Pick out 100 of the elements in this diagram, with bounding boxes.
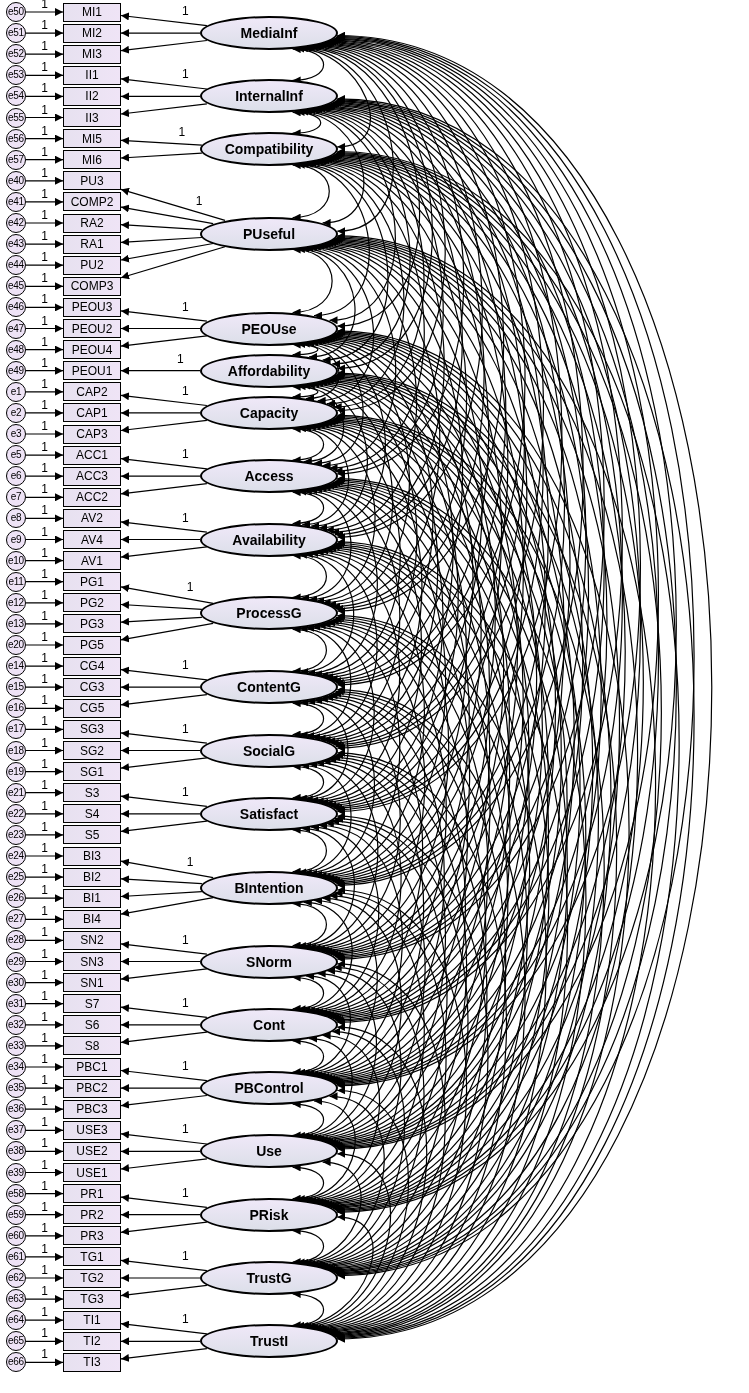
arrow [25,50,64,59]
error-term-circle: e56 [6,128,26,149]
edge-label: 1 [40,1031,49,1044]
error-term-circle: e20 [6,635,26,655]
indicator-box: S4 [63,804,121,824]
arrow [120,1031,208,1046]
error-term-circle: e14 [6,656,26,677]
indicator-box: TI3 [63,1352,121,1372]
arrow [120,1158,208,1173]
edge-label: 1 [181,996,190,1009]
indicator-box: SN1 [63,973,121,993]
arrow [120,1147,201,1156]
error-term-circle: e13 [6,613,26,634]
covariance-arrow [302,425,376,603]
latent-variable-ellipse: SocialG [200,733,338,768]
arrow [120,204,214,225]
edge-label: 1 [40,673,49,686]
indicator-box: PR3 [63,1226,121,1246]
indicator-box: S8 [63,1036,121,1056]
indicator-box: TI1 [63,1310,121,1330]
error-term-circle: e47 [6,318,26,339]
arrow [120,242,214,263]
edge-label: 1 [40,926,49,939]
indicator-box: AV1 [63,551,121,571]
edge-label: 1 [185,581,195,594]
indicator-box: CAP3 [63,424,121,444]
indicator-box: MI3 [63,44,121,64]
arrow [120,683,201,692]
indicator-box: PG1 [63,572,121,592]
latent-variable-ellipse: PEOUse [200,311,338,346]
arrow [25,430,64,438]
arrow [25,598,64,607]
indicator-box: CG4 [63,656,121,676]
arrow [25,725,64,734]
edge-label: 1 [40,799,49,812]
arrow [25,535,64,544]
arrow [120,694,208,708]
arrow [120,335,208,350]
arrow [25,830,64,839]
edge-label: 1 [181,384,190,397]
edge-label: 1 [181,722,190,735]
edge-label: 1 [40,1264,49,1276]
arrow [25,577,64,586]
arrow [25,788,64,797]
arrow [120,546,208,561]
error-term-circle: e46 [6,297,26,318]
edge-label: 1 [40,377,49,390]
indicator-box: PEOU1 [63,361,121,381]
indicator-box: CG5 [63,698,121,718]
indicator-box: USE2 [63,1141,121,1161]
indicator-box: TG2 [63,1268,121,1288]
error-term-circle: e57 [6,149,26,170]
error-term-circle: e44 [6,255,26,276]
edge-label: 1 [40,1327,49,1340]
indicator-box: ACC3 [63,466,121,486]
edge-label: 1 [40,272,49,285]
arrow [25,324,64,333]
arrow [120,246,226,280]
arrow [25,619,64,628]
arrow [25,641,64,649]
edge-label: 1 [181,68,190,81]
error-term-circle: e9 [6,529,26,550]
indicator-box: COMP2 [63,192,121,212]
arrow [25,155,64,164]
edge-label: 1 [181,1186,190,1199]
error-term-circle: e21 [6,782,26,803]
arrow [25,1189,64,1198]
edge-label: 1 [40,420,49,432]
error-term-circle: e31 [6,993,26,1014]
error-term-circle: e45 [6,276,26,297]
indicator-box: MI6 [63,150,121,170]
edge-label: 1 [40,842,49,854]
arrow [25,1020,64,1029]
arrow [25,767,64,776]
edge-label: 1 [40,82,49,95]
covariance-arrow [303,698,376,876]
arrow [25,978,64,987]
edge-label: 1 [40,694,49,707]
indicator-box: PU3 [63,171,121,191]
arrow [25,1063,64,1071]
indicator-box: S7 [63,994,121,1014]
arrow [25,936,64,945]
error-term-circle: e40 [6,170,26,191]
edge-label: 1 [40,820,49,833]
arrow [25,8,64,16]
edge-label: 1 [175,352,185,365]
error-term-circle: e7 [6,487,26,508]
error-term-circle: e37 [6,1120,26,1141]
edge-label: 1 [40,1348,49,1361]
indicator-box: S6 [63,1015,121,1035]
covariance-arrow [298,699,349,802]
error-term-circle: e17 [6,719,26,740]
arrow [25,704,64,713]
error-term-circle: e10 [6,550,26,571]
error-term-circle: e32 [6,1014,26,1035]
error-term-circle: e39 [6,1162,26,1183]
error-term-circle: e38 [6,1141,26,1162]
edge-label: 1 [40,335,49,348]
arrow [120,601,203,610]
indicator-box: MI2 [63,23,121,43]
